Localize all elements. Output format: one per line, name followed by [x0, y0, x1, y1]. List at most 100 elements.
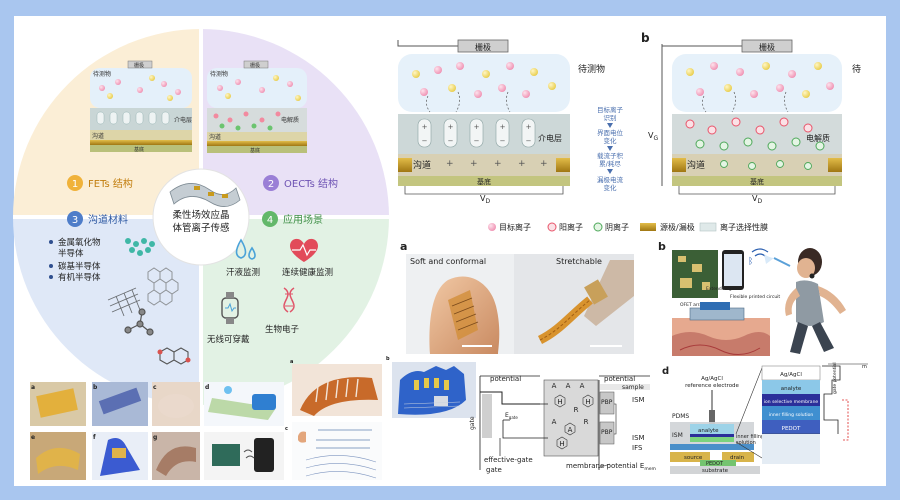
oect-channel-label: 沟道	[209, 133, 221, 141]
sector-applications-background	[201, 217, 389, 405]
sector-4-title: 应用场景	[283, 213, 323, 226]
oect-analyte-label: 待测物	[210, 70, 228, 78]
svg-text:inner filling solution: inner filling solution	[769, 412, 814, 418]
sector-2-number: 2	[268, 179, 274, 190]
svg-text:−: −	[474, 137, 480, 145]
oect-gate-label: 栅极	[250, 62, 260, 69]
svg-text:+: +	[470, 159, 478, 169]
legend-cation: 阳离子	[559, 222, 583, 232]
fet-dielectric-text: 介电层	[538, 133, 562, 143]
svg-text:+: +	[422, 123, 428, 131]
svg-text:Ag/AgCl: Ag/AgCl	[780, 372, 802, 378]
membrane-potential-label: membrane potential Emem	[566, 462, 656, 472]
oect-vg-label: VG	[648, 131, 658, 142]
svg-text:−: −	[448, 137, 454, 145]
conformal-sensor-photos: a Soft and conformal Stretchable	[400, 240, 634, 354]
oect-electrolyte-label: 电解质	[281, 116, 299, 124]
device-photo-grid: a b c d e f g	[30, 382, 284, 480]
pdms-label: PDMS	[672, 413, 689, 420]
oect-electrolyte-text: 电解质	[806, 133, 830, 143]
svg-text:c: c	[153, 384, 157, 391]
svg-text:b: b	[386, 356, 390, 362]
material-metal-oxide: 金属氧化物	[58, 237, 101, 248]
svg-text:+: +	[448, 123, 454, 131]
fet-gate-label: 栅极	[134, 62, 144, 69]
app-health-label: 连续健康监测	[282, 267, 333, 278]
fet-analyte-label: 待测物	[93, 70, 111, 78]
svg-text:+: +	[526, 123, 532, 131]
potential-label-right: potential	[604, 375, 635, 383]
smartwatch-icon	[221, 292, 239, 324]
pbp-block-1	[599, 391, 615, 415]
svg-text:漏极电流: 漏极电流	[597, 175, 624, 184]
sector-3-title: 沟道材料	[88, 213, 128, 226]
legend-target-ion: 目标离子	[499, 222, 531, 232]
potential-label-left: potential	[490, 375, 521, 383]
svg-text:变化: 变化	[604, 183, 618, 192]
ifs-label: IFS	[632, 444, 643, 452]
svg-text:A: A	[552, 382, 557, 390]
ism-label-2: ISM	[632, 434, 645, 442]
legend-electrode-swatch	[640, 223, 656, 231]
photo-finger-caption: Soft and conformal	[410, 257, 486, 266]
svg-text:累/耗尽: 累/耗尽	[599, 160, 621, 168]
svg-text:目标离子: 目标离子	[597, 105, 624, 114]
oect-electrolyte-ions	[685, 117, 825, 151]
sector-3-number: 3	[72, 215, 78, 226]
svg-text:gate: gate	[486, 466, 502, 474]
sector-2-badge	[263, 175, 279, 191]
svg-text:变化: 变化	[604, 136, 618, 145]
panel-d-letter: d	[662, 366, 669, 377]
fet-channel-label: 沟道	[92, 132, 104, 140]
svg-text:+: +	[474, 123, 480, 131]
inner-filling-label-1: inner filling	[736, 434, 764, 440]
panel-b-letter: b	[641, 31, 650, 45]
sector-3-badge	[67, 211, 83, 227]
app-sweat-label: 汗液监测	[226, 267, 260, 278]
center-title-line1: 柔性场效应晶	[172, 209, 229, 221]
svg-text:−: −	[500, 137, 506, 145]
svg-text:g: g	[153, 434, 157, 441]
ion-legend: 目标离子 阳离子 阴离子 源极/漏极 离子选择性膜	[488, 222, 768, 232]
stack-ism	[762, 394, 820, 406]
analyte-chamber	[690, 424, 734, 434]
photo-stretch-caption: Stretchable	[556, 257, 602, 266]
svg-text:b: b	[93, 384, 98, 391]
svg-text:d: d	[205, 384, 209, 391]
svg-text:+: +	[518, 159, 526, 169]
fet-mini-schematic: 待测物 栅极 介电层 沟道 基底	[90, 60, 192, 153]
ism-label-1: ISM	[632, 396, 645, 404]
svg-text:PBP: PBP	[601, 429, 613, 436]
legend-anion-swatch	[593, 222, 603, 232]
legend-anion: 阴离子	[605, 222, 629, 232]
material-carbon: 碳基半导体	[58, 261, 101, 272]
small-molecule-icon	[124, 308, 154, 336]
label-fpc: Flexible printed circuit	[730, 294, 780, 300]
svg-text:m: m	[862, 364, 867, 370]
oect-analyte-ions	[686, 62, 834, 113]
potential-profile	[822, 365, 841, 434]
svg-text:A: A	[552, 418, 557, 426]
layered-schematic	[292, 422, 382, 480]
fet-substrate-text: 基底	[477, 177, 491, 186]
sensor-array-panel: a c	[285, 359, 382, 480]
oect-analyte-text: 待	[852, 63, 861, 75]
analyte-label: analyte	[698, 428, 719, 434]
sector-4-number: 4	[267, 215, 273, 226]
fet-dipoles	[417, 118, 536, 148]
oect-gate-text: 栅极	[759, 42, 775, 52]
oect-substrate-label: 基底	[250, 147, 260, 154]
legend-membrane-swatch	[699, 222, 717, 232]
oect-substrate-layer	[672, 176, 842, 186]
svg-text:c: c	[285, 426, 288, 432]
svg-text:+: +	[500, 123, 506, 131]
material-organic: 有机半导体	[58, 272, 101, 283]
oect-gate-electrode	[741, 39, 793, 53]
svg-text:+: +	[494, 159, 502, 169]
flexible-film-icon	[169, 183, 241, 207]
legend-membrane: 离子选择性膜	[720, 222, 768, 232]
svg-text:+: +	[446, 159, 454, 169]
oect-vd-label: VD	[752, 194, 762, 205]
drain-label: drain	[730, 455, 745, 461]
